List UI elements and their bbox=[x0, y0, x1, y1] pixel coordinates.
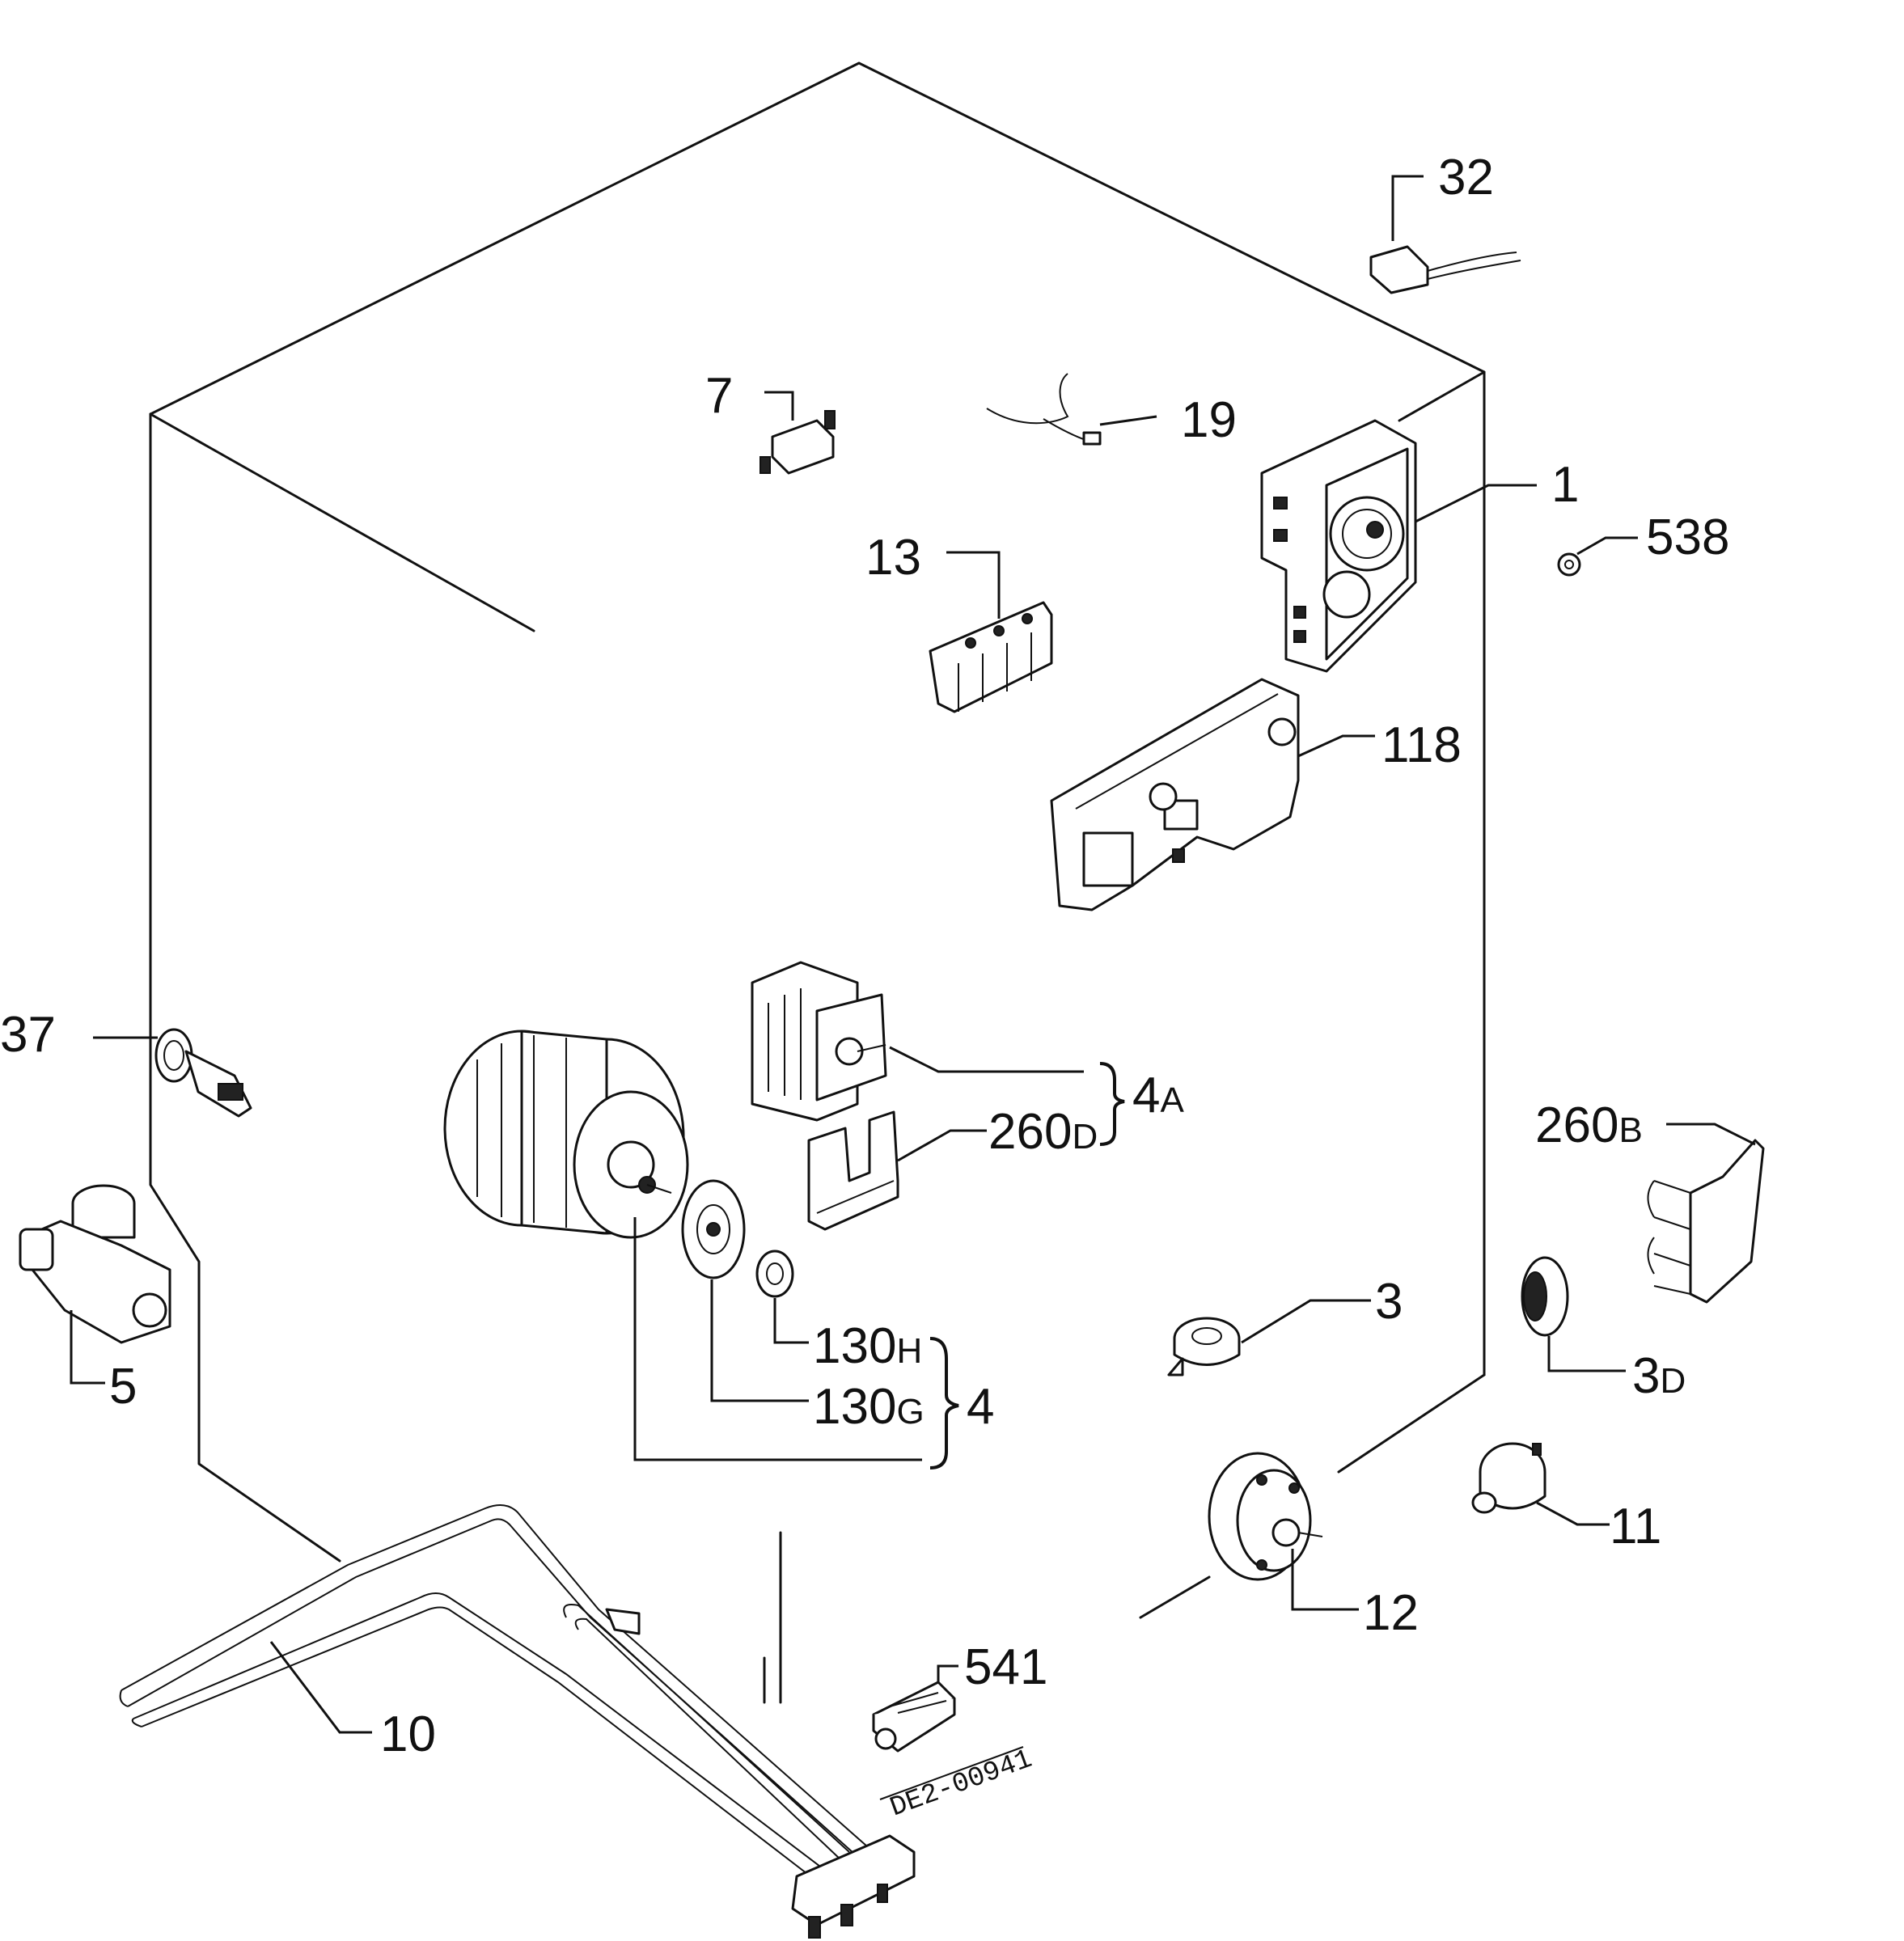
label-10: 10 bbox=[380, 1706, 436, 1762]
part-538: 538 bbox=[1557, 510, 1729, 577]
label-32: 32 bbox=[1438, 150, 1494, 205]
brace-4A bbox=[1099, 1062, 1125, 1146]
part-260D: 260D bbox=[807, 1104, 1098, 1231]
cabinet-outline bbox=[149, 61, 1486, 1704]
part-13: 13 bbox=[865, 530, 1053, 713]
label-19: 19 bbox=[1181, 392, 1237, 448]
label-5: 5 bbox=[109, 1359, 137, 1415]
label-11: 11 bbox=[1610, 1499, 1661, 1554]
label-4: 4 bbox=[967, 1379, 994, 1435]
label-12: 12 bbox=[1363, 1585, 1419, 1641]
label-13: 13 bbox=[865, 530, 921, 586]
label-130H: 130H bbox=[813, 1318, 922, 1374]
label-4A: 4A bbox=[1132, 1068, 1184, 1123]
brace-4 bbox=[929, 1337, 959, 1469]
part-1: 1 bbox=[1260, 419, 1579, 673]
label-7: 7 bbox=[705, 368, 733, 424]
part-37: 37 bbox=[0, 1007, 252, 1118]
label-260B: 260B bbox=[1535, 1097, 1643, 1153]
label-1: 1 bbox=[1551, 457, 1579, 513]
label-3: 3 bbox=[1375, 1274, 1403, 1330]
part-4A: 4A bbox=[751, 961, 1184, 1123]
label-260D: 260D bbox=[988, 1104, 1098, 1160]
label-538: 538 bbox=[1646, 510, 1729, 565]
label-541: 541 bbox=[964, 1639, 1047, 1695]
part-130H: 130H bbox=[755, 1250, 922, 1374]
label-130G: 130G bbox=[813, 1379, 924, 1435]
label-118: 118 bbox=[1381, 717, 1462, 773]
part-32: 32 bbox=[1369, 150, 1521, 294]
part-10: 10 bbox=[119, 1504, 916, 1939]
label-3D: 3D bbox=[1632, 1348, 1686, 1404]
part-3D: 3D bbox=[1521, 1256, 1686, 1404]
part-11: 11 bbox=[1471, 1442, 1661, 1554]
part-7: 7 bbox=[705, 368, 836, 475]
drawing-code-underline bbox=[879, 1746, 1024, 1800]
part-5: 5 bbox=[19, 1184, 171, 1415]
part-19: 19 bbox=[986, 373, 1237, 448]
part-260B: 260B bbox=[1535, 1097, 1765, 1304]
part-541: 541 bbox=[872, 1639, 1047, 1753]
part-130G: 130G bbox=[681, 1179, 924, 1435]
part-4 bbox=[443, 1030, 922, 1461]
part-118: 118 bbox=[1050, 678, 1462, 911]
label-37: 37 bbox=[0, 1007, 56, 1063]
part-12: 12 bbox=[1208, 1452, 1419, 1641]
drawing-code: DE2-00941 bbox=[886, 1744, 1037, 1825]
part-3: 3 bbox=[1167, 1274, 1403, 1376]
